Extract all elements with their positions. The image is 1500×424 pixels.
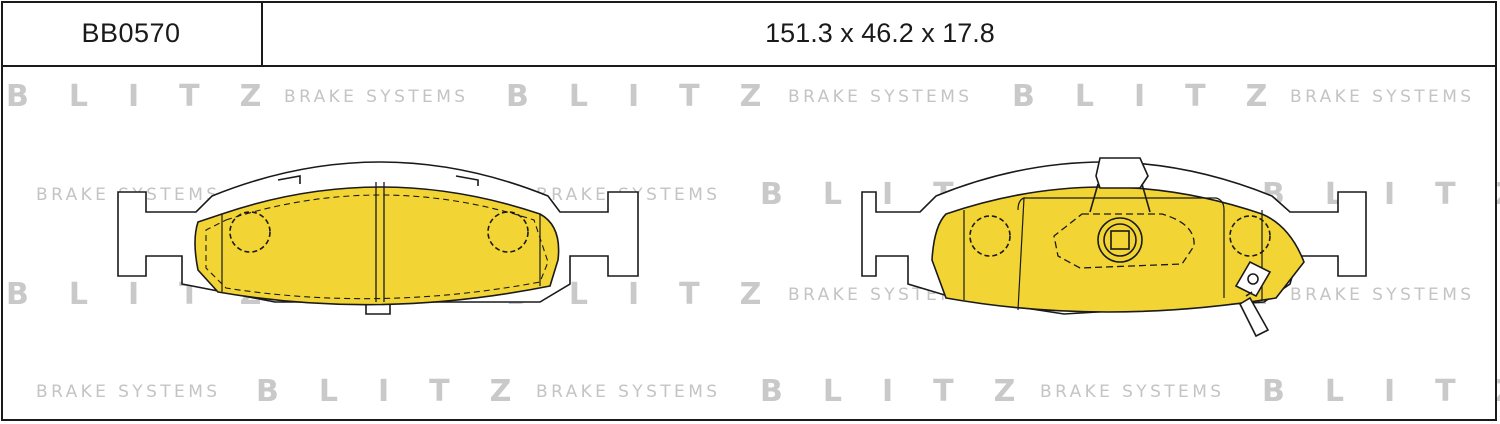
header-row: BB0570 151.3 x 46.2 x 17.8 — [1, 1, 1497, 67]
brake-pad-right — [861, 157, 1367, 338]
watermark-tagline: BRAKE SYSTEMS — [1290, 285, 1474, 305]
retaining-clip — [1095, 157, 1149, 189]
watermark-tagline: BRAKE SYSTEMS — [284, 87, 468, 107]
brake-pad-left — [117, 161, 639, 315]
watermark-brand: BLITZ — [1012, 79, 1307, 114]
watermark-tagline: BRAKE SYSTEMS — [36, 382, 220, 402]
watermark-brand: BLITZ — [506, 79, 801, 114]
mounting-hole — [487, 211, 529, 253]
watermark-brand: BLITZ — [6, 79, 301, 114]
mounting-hole — [1229, 215, 1271, 257]
watermark-tagline: BRAKE SYSTEMS — [1290, 87, 1474, 107]
mounting-hole — [969, 215, 1011, 257]
part-number: BB0570 — [1, 1, 263, 65]
wear-sensor — [1234, 260, 1272, 338]
watermark-brand: BLITZ — [760, 374, 1055, 409]
friction-material — [194, 186, 560, 306]
watermark-brand: BLITZ — [1262, 177, 1500, 212]
watermark-tagline: BRAKE SYSTEMS — [788, 285, 972, 305]
mounting-hole — [229, 211, 271, 253]
watermark-tagline: BRAKE SYSTEMS — [536, 382, 720, 402]
watermark-brand: BLITZ — [256, 374, 551, 409]
watermark-tagline: BRAKE SYSTEMS — [1040, 382, 1224, 402]
part-dimensions: 151.3 x 46.2 x 17.8 — [765, 17, 995, 48]
watermark-brand: BLITZ — [1262, 374, 1500, 409]
centre-boss — [1097, 217, 1143, 263]
centre-slot — [375, 182, 385, 302]
watermark-tagline: BRAKE SYSTEMS — [788, 87, 972, 107]
